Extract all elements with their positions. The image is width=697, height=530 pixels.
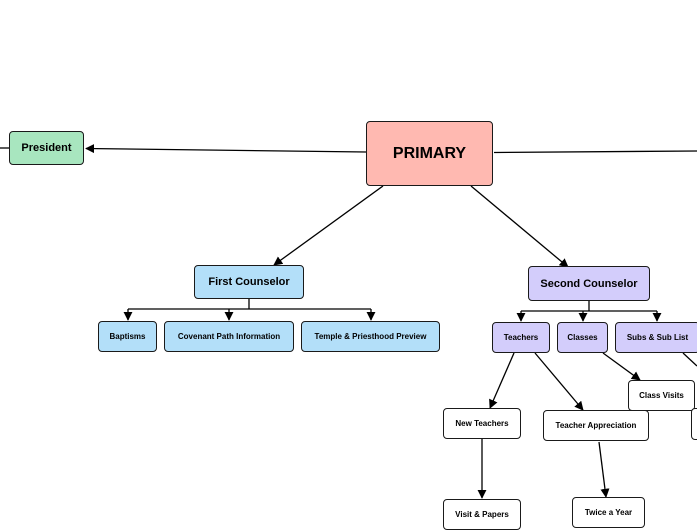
node-baptisms[interactable]: Baptisms — [98, 321, 157, 352]
node-teacher-appreciation[interactable]: Teacher Appreciation — [543, 410, 649, 441]
node-covenant-path-information[interactable]: Covenant Path Information — [164, 321, 294, 352]
edge-classes-class-visits — [602, 352, 641, 381]
node-offscreen-partial[interactable] — [691, 408, 697, 440]
edge-teachers-new-teachers — [489, 352, 515, 409]
node-primary[interactable]: PRIMARY — [366, 121, 493, 186]
edge-teacher-appreciation-twice-year — [598, 441, 610, 498]
node-subs-and-sub-list[interactable]: Subs & Sub List — [615, 322, 697, 353]
node-second-counselor[interactable]: Second Counselor — [528, 266, 650, 301]
edge-subs-offscreen-node — [682, 352, 697, 367]
edge-primary-right-offscreen — [493, 150, 697, 154]
node-classes[interactable]: Classes — [557, 322, 608, 353]
node-teachers[interactable]: Teachers — [492, 322, 550, 353]
edge-primary-first-counselor — [273, 185, 384, 266]
node-new-teachers[interactable]: New Teachers — [443, 408, 521, 439]
node-twice-a-year[interactable]: Twice a Year — [572, 497, 645, 528]
edge-first-counselor-bracket — [128, 298, 371, 310]
node-visit-and-papers[interactable]: Visit & Papers — [443, 499, 521, 530]
edge-teachers-teacher-appreciation — [534, 352, 584, 411]
edge-second-counselor-bracket — [521, 300, 657, 312]
node-temple-priesthood-preview[interactable]: Temple & Priesthood Preview — [301, 321, 440, 352]
edge-primary-second-counselor — [470, 185, 569, 268]
node-first-counselor[interactable]: First Counselor — [194, 265, 304, 299]
edge-primary-president — [85, 144, 367, 154]
node-class-visits[interactable]: Class Visits — [628, 380, 695, 411]
node-president[interactable]: President — [9, 131, 84, 165]
